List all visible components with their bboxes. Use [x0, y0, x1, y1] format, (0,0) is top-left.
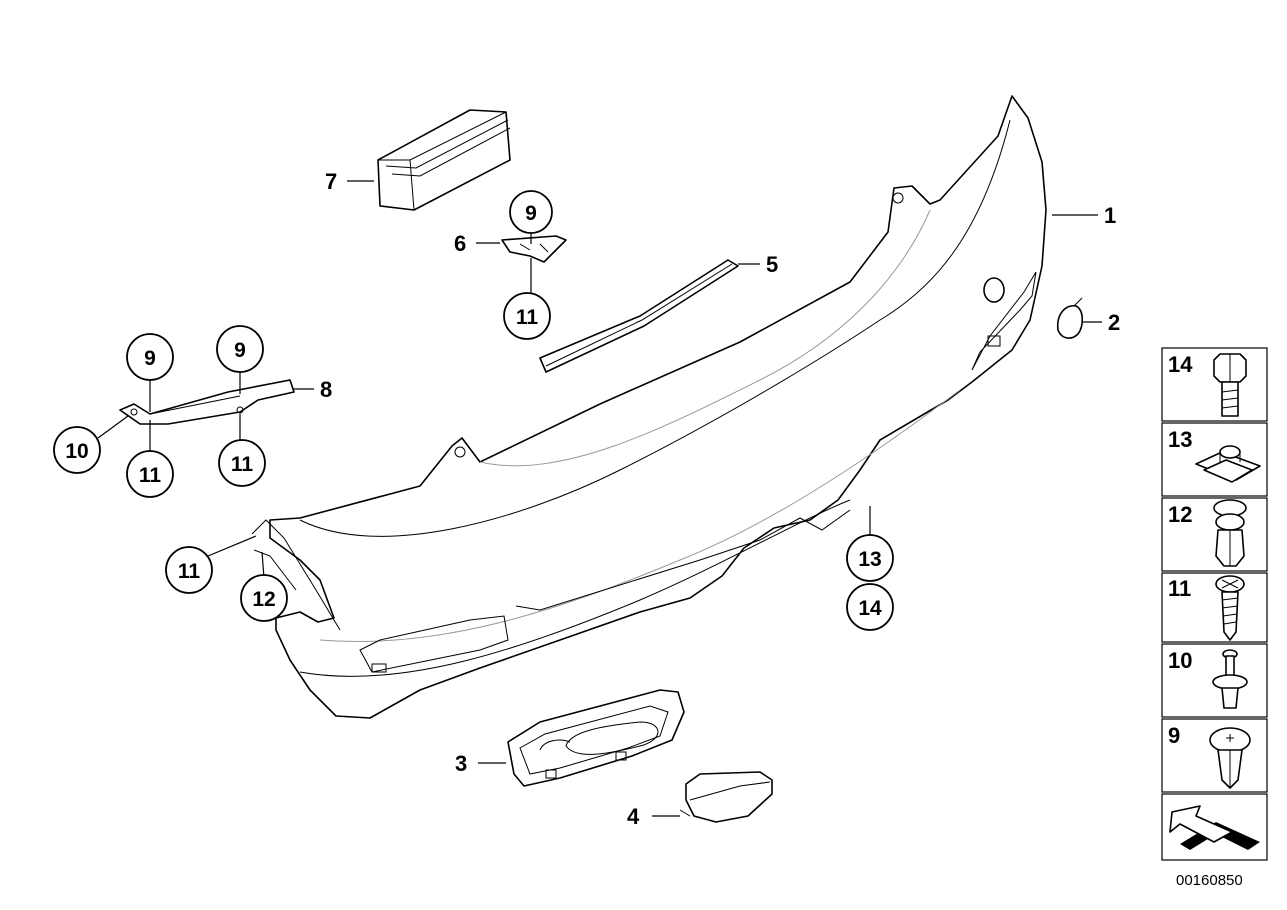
callout-7: 7 [325, 169, 337, 194]
callout-1: 1 [1104, 203, 1116, 228]
callout-11-c-text: 11 [231, 453, 254, 476]
legend-cell-11 [1161, 572, 1268, 643]
legend-number-10: 10 [1168, 648, 1192, 673]
callout-4: 4 [627, 804, 640, 829]
callout-11-b-text: 11 [139, 464, 162, 487]
plastic-clip-icon [1209, 727, 1251, 789]
clip-nut-icon [1195, 445, 1261, 483]
circled-callout-9-a: 9 [509, 190, 553, 234]
callout-13-text: 13 [858, 548, 881, 571]
pdc-control-unit [377, 109, 511, 211]
legend-cell-9 [1161, 718, 1268, 793]
callout-2: 2 [1108, 310, 1120, 335]
circled-callout-13: 13 [846, 534, 894, 582]
leader-lines [97, 180, 1102, 817]
push-rivet-icon [1212, 649, 1248, 709]
callout-9-c-text: 9 [234, 339, 246, 362]
callout-5: 5 [766, 252, 778, 277]
legend-number-14: 14 [1168, 352, 1193, 377]
circled-callout-12: 12 [240, 574, 288, 622]
legend-number-11: 11 [1168, 576, 1191, 601]
callout-9-b-text: 9 [144, 347, 156, 370]
circled-callout-9-b: 9 [126, 333, 174, 381]
diagram-code: 00160850 [1176, 872, 1243, 889]
circled-callout-10: 10 [53, 426, 101, 474]
circled-callout-14: 14 [846, 583, 894, 631]
circled-callout-11-d: 11 [165, 546, 213, 594]
circled-callout-11-a: 11 [503, 292, 551, 340]
hex-bolt-icon [1213, 353, 1247, 417]
expanding-rivet-icon [1213, 499, 1247, 567]
rear-bumper-panel [251, 95, 1047, 719]
circled-callout-11-c: 11 [218, 439, 266, 487]
callout-11-a-text: 11 [516, 306, 539, 329]
cover-cap [1056, 297, 1084, 339]
callout-14-text: 14 [858, 597, 882, 620]
mounting-bracket-small [501, 235, 567, 263]
callout-8: 8 [320, 377, 332, 402]
forward-direction-arrow-icon [1169, 805, 1260, 850]
side-mounting-bracket [119, 379, 295, 425]
callout-11-d-text: 11 [178, 560, 201, 583]
circled-callout-9-c: 9 [216, 325, 264, 373]
callout-6: 6 [454, 231, 466, 256]
cross-head-screw-icon [1215, 575, 1245, 641]
reflector-housing [679, 771, 773, 823]
fastener-legend: 14 13 12 11 [1161, 347, 1268, 861]
circled-callout-11-b: 11 [126, 450, 174, 498]
callout-12-text: 12 [252, 588, 275, 611]
legend-number-13: 13 [1168, 427, 1192, 452]
callout-10-text: 10 [65, 440, 88, 463]
callout-3: 3 [455, 751, 467, 776]
legend-number-12: 12 [1168, 502, 1192, 527]
legend-number-9: 9 [1168, 723, 1180, 748]
callout-9-a-text: 9 [525, 202, 537, 225]
upper-trim-strip [539, 259, 739, 373]
exhaust-trim-surround [507, 689, 685, 787]
